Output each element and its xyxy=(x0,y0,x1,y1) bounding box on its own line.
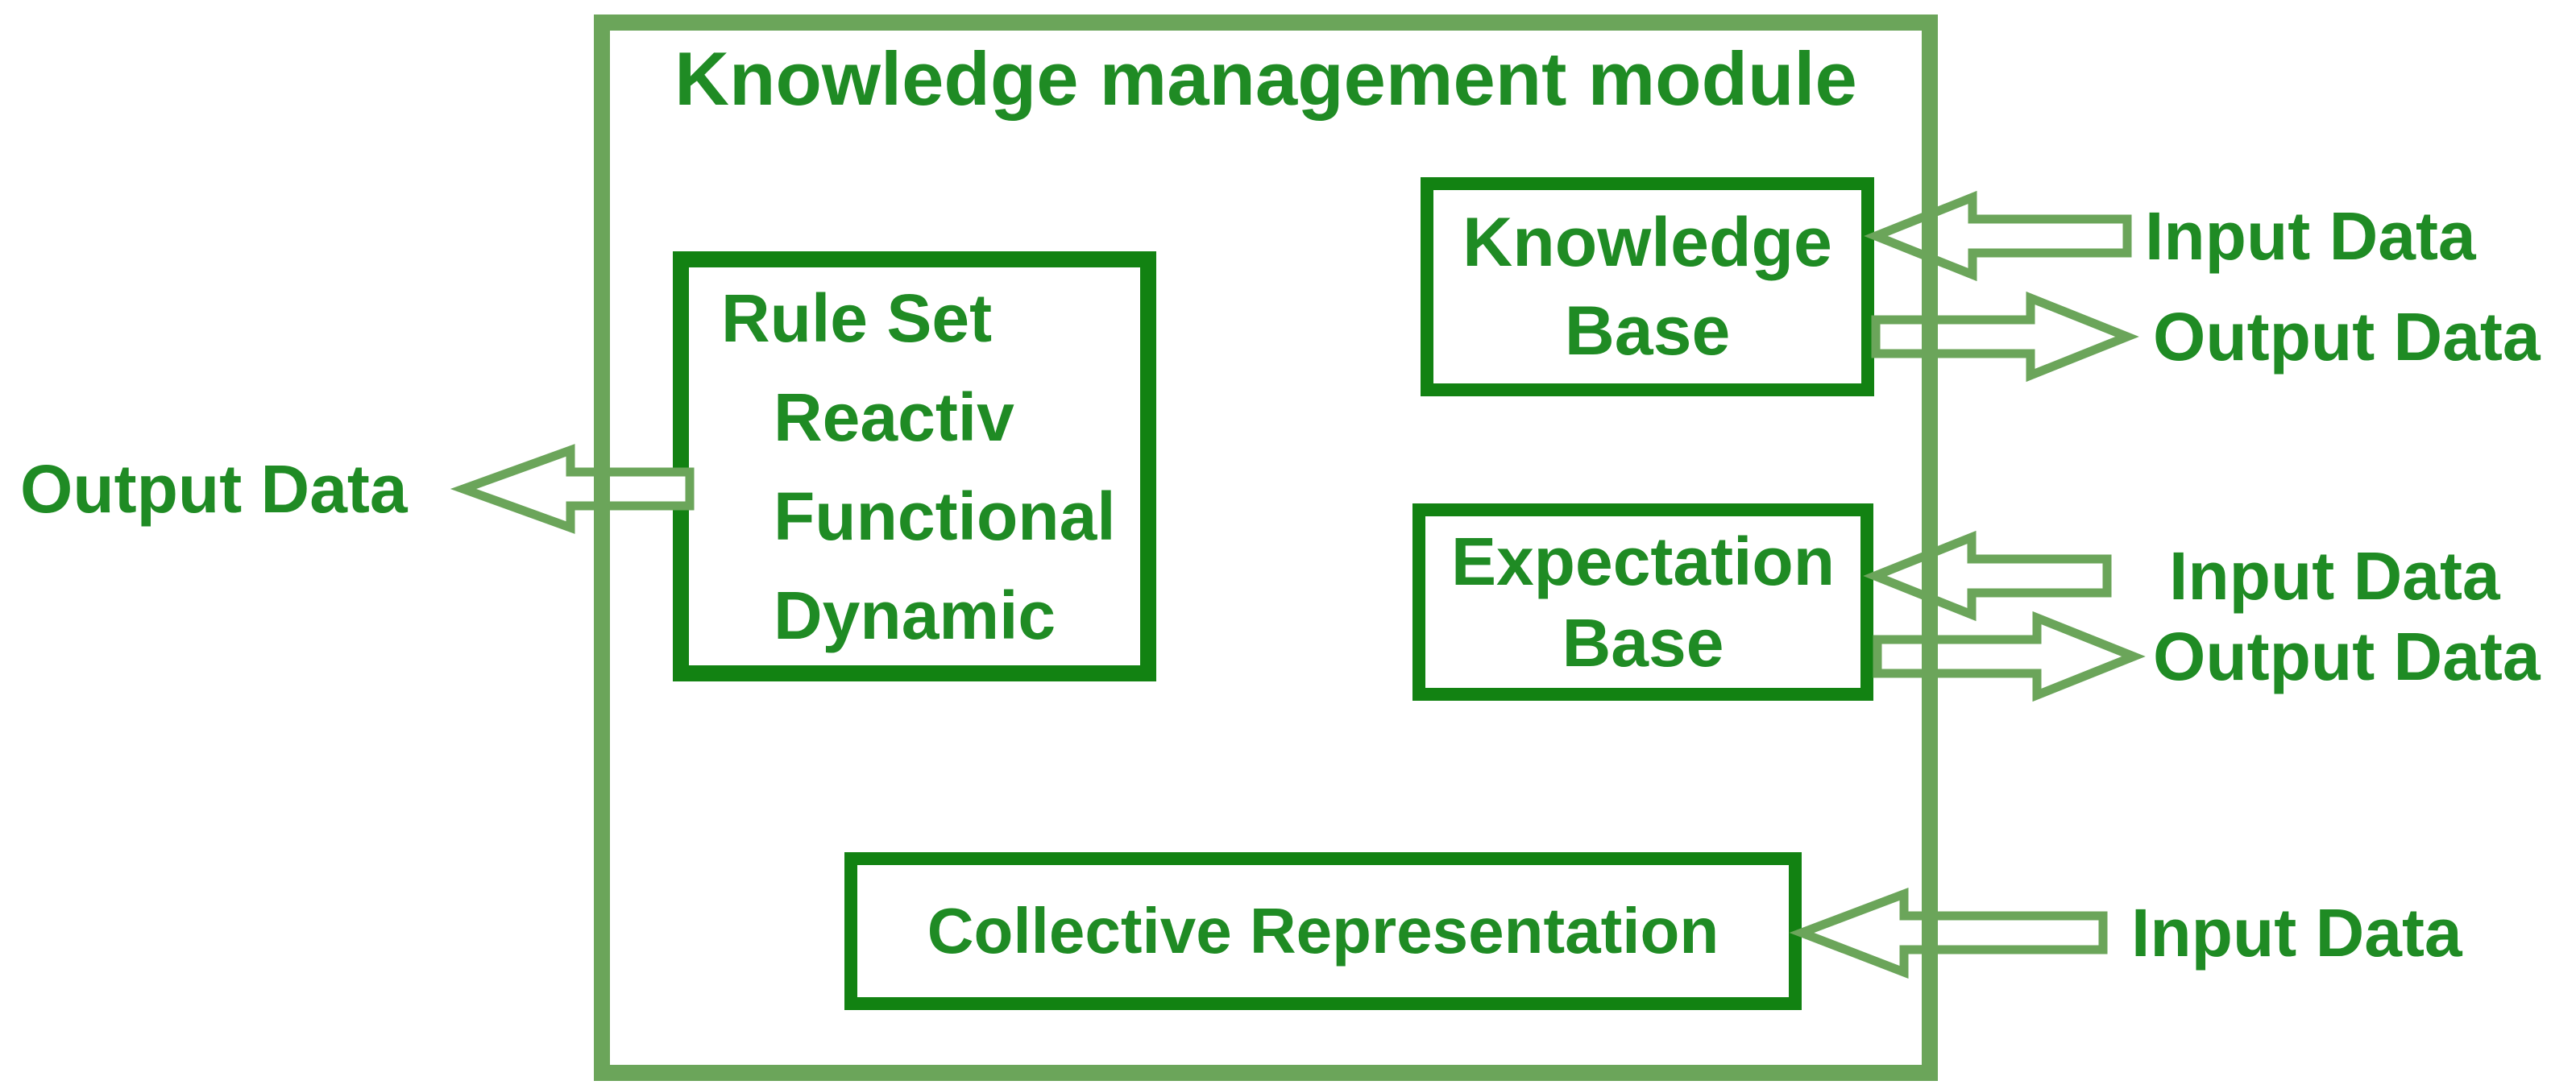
rule-set-output-label: Output Data xyxy=(20,451,408,527)
collective-representation-input-arrow-icon xyxy=(1789,888,2108,979)
collective-representation-input-label: Input Data xyxy=(2131,895,2462,971)
rule-set-box: Rule Set Reactiv Functional Dynamic xyxy=(673,251,1156,681)
expectation-base-output-label: Output Data xyxy=(2153,619,2541,694)
expectation-base-output-arrow-icon xyxy=(1873,611,2146,702)
knowledge-base-output-arrow-icon xyxy=(1871,291,2139,383)
expectation-base-line2: Base xyxy=(1562,604,1724,681)
expectation-base-line1: Expectation xyxy=(1450,523,1836,599)
expectation-base-box: Expectation Base xyxy=(1412,503,1873,701)
rule-set-title: Rule Set xyxy=(721,280,993,356)
rule-set-item-reactiv: Reactiv xyxy=(774,379,1014,455)
rule-set-item-dynamic: Dynamic xyxy=(774,578,1056,653)
knowledge-base-input-arrow-icon xyxy=(1864,190,2132,282)
expectation-base-input-label: Input Data xyxy=(2169,538,2500,614)
collective-representation-box: Collective Representation xyxy=(844,852,1802,1010)
rule-set-item-functional: Functional xyxy=(774,478,1116,554)
knowledge-base-input-label: Input Data xyxy=(2145,198,2476,274)
rule-set-output-arrow-icon xyxy=(450,444,695,534)
knowledge-base-box: Knowledge Base xyxy=(1421,177,1874,396)
expectation-base-input-arrow-icon xyxy=(1863,530,2112,622)
collective-representation-label: Collective Representation xyxy=(927,895,1719,967)
diagram-title: Knowledge management module xyxy=(674,36,1857,121)
knowledge-base-output-label: Output Data xyxy=(2153,299,2541,375)
knowledge-base-line2: Base xyxy=(1564,292,1731,370)
knowledge-base-line1: Knowledge xyxy=(1462,203,1832,281)
